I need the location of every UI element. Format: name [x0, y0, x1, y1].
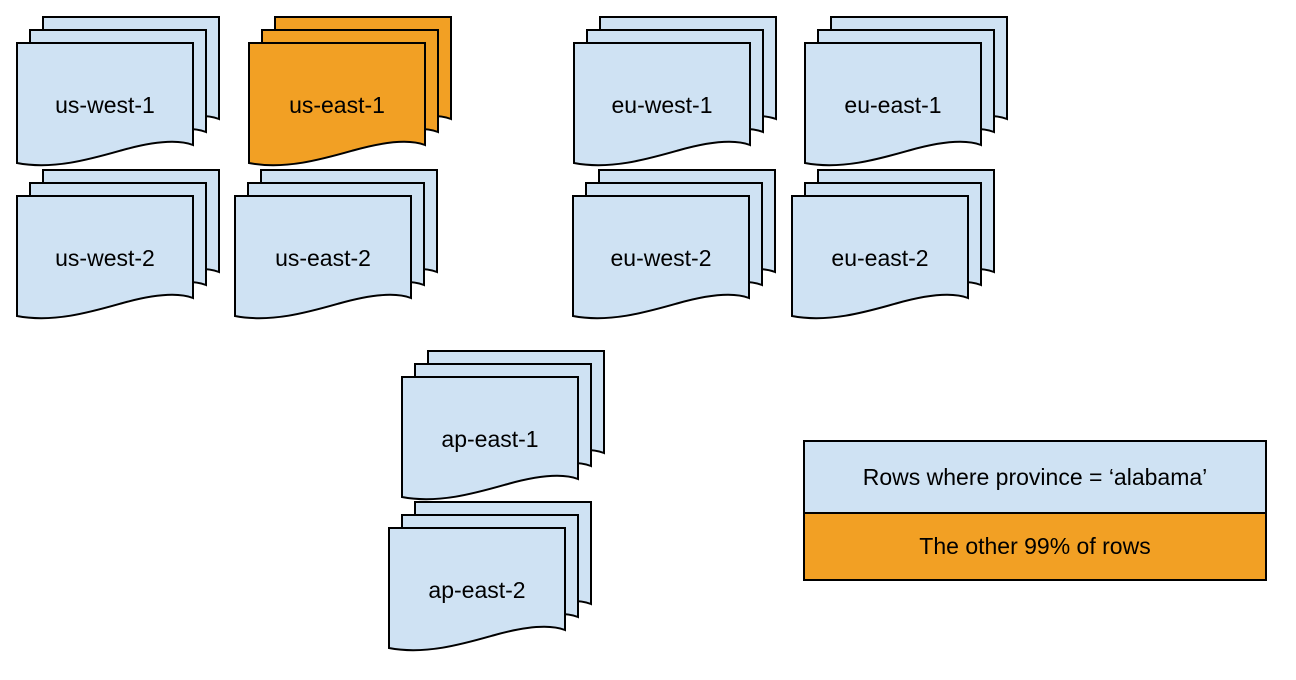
document-stack-icon [804, 16, 1008, 167]
document-stack-icon [401, 350, 605, 501]
doc-stack-us-east-2: us-east-2 [233, 168, 439, 324]
doc-stack-us-west-2: us-west-2 [15, 168, 221, 324]
document-stack-icon [16, 16, 220, 167]
legend-label: The other 99% of rows [919, 533, 1151, 559]
document-stack-icon [248, 16, 452, 167]
legend-item-other-rows: The other 99% of rows [805, 514, 1265, 579]
doc-stack-ap-east-1: ap-east-1 [400, 349, 606, 505]
document-stack-icon [791, 169, 995, 320]
legend: Rows where province = ‘alabama’ The othe… [803, 440, 1267, 581]
legend-label: Rows where province = ‘alabama’ [862, 463, 1208, 490]
doc-stack-us-west-1: us-west-1 [15, 15, 221, 171]
doc-stack-eu-west-2: eu-west-2 [571, 168, 777, 324]
document-stack-icon [573, 16, 777, 167]
doc-stack-eu-east-2: eu-east-2 [790, 168, 996, 324]
document-stack-icon [388, 501, 592, 652]
doc-stack-ap-east-2: ap-east-2 [387, 500, 593, 656]
document-stack-icon [234, 169, 438, 320]
doc-stack-eu-west-1: eu-west-1 [572, 15, 778, 171]
document-stack-icon [16, 169, 220, 320]
doc-stack-eu-east-1: eu-east-1 [803, 15, 1009, 171]
legend-item-alabama-rows: Rows where province = ‘alabama’ [805, 442, 1265, 514]
document-stack-icon [572, 169, 776, 320]
doc-stack-us-east-1: us-east-1 [247, 15, 453, 171]
